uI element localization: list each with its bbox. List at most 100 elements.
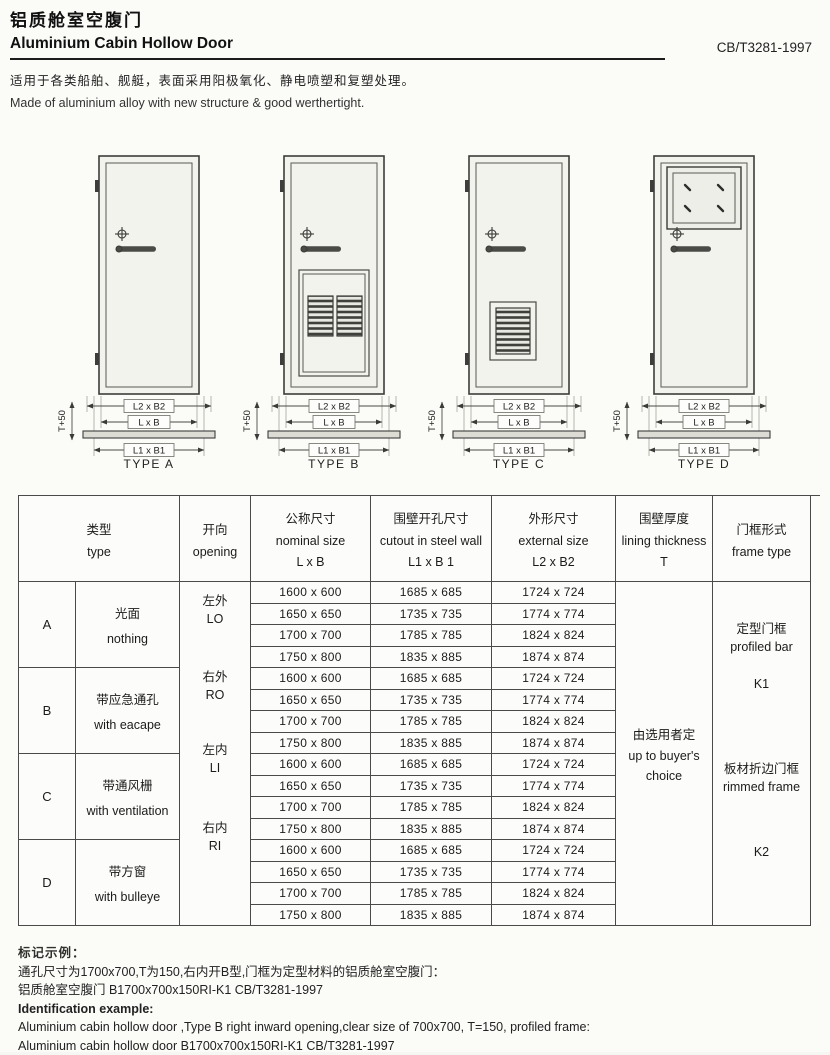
- handle-icon: [671, 246, 711, 252]
- louver-grille-icon: [308, 296, 333, 336]
- hinge-icon: [280, 180, 284, 192]
- dim-label-thickness: T+50: [427, 410, 438, 432]
- dim-label-nominal: L x B: [508, 418, 529, 429]
- marking-example-line2-cn: 铝质舱室空腹门 B1700x700x150RI-K1 CB/T3281-1997: [18, 981, 820, 1000]
- louver-grille-icon: [496, 308, 530, 354]
- dim-label-nominal: L x B: [138, 418, 159, 429]
- marking-example: 标记示例： 通孔尺寸为1700x700,T为150,右内开B型,门框为定型材料的…: [18, 944, 820, 1055]
- frame-type-cell: 定型门框 profiled bar K1 板材折边门框 rimmed frame…: [713, 582, 811, 926]
- nominal-size-value: 1600 x 600: [251, 754, 371, 776]
- cutout-size-value: 1785 x 785: [371, 883, 492, 905]
- frame-code-k2: K2: [713, 843, 810, 861]
- hinge-icon: [465, 180, 469, 192]
- opening-option-ro: 右外 RO: [180, 668, 250, 704]
- header-lining-thickness: 围壁厚度 lining thickness T: [616, 496, 713, 582]
- marking-example-line1-en: Aluminium cabin hollow door ,Type B righ…: [18, 1018, 820, 1037]
- handle-icon: [116, 246, 156, 252]
- title-underline: [10, 58, 665, 60]
- dim-label-cutout: L1 x B1: [688, 446, 720, 457]
- nominal-size-value: 1600 x 600: [251, 840, 371, 862]
- dim-label-cutout: L1 x B1: [318, 446, 350, 457]
- opening-option-lo: 左外 LO: [180, 592, 250, 628]
- type-caption: TYPE D: [678, 457, 730, 471]
- nominal-size-value: 1650 x 650: [251, 690, 371, 712]
- external-size-value: 1724 x 724: [492, 668, 616, 690]
- type-b-description: 带应急通孔 with eacape: [76, 668, 180, 754]
- cutout-size-value: 1685 x 685: [371, 582, 492, 604]
- dimension-lines: L2 x B2 L x B L1 x B1 T+50: [427, 396, 585, 457]
- external-size-value: 1724 x 724: [492, 582, 616, 604]
- hinge-icon: [280, 353, 284, 365]
- dim-label-thickness: T+50: [242, 410, 253, 432]
- external-size-value: 1874 x 874: [492, 733, 616, 755]
- door-type-d: [650, 156, 754, 394]
- header-nominal-size: 公称尺寸 nominal size L x B: [251, 496, 371, 582]
- nominal-size-value: 1700 x 700: [251, 797, 371, 819]
- dim-label-external: L2 x B2: [503, 402, 535, 413]
- door-type-c: [465, 156, 569, 394]
- cutout-size-value: 1835 x 885: [371, 647, 492, 669]
- external-size-value: 1724 x 724: [492, 754, 616, 776]
- marking-example-line1-cn: 通孔尺寸为1700x700,T为150,右内开B型,门框为定型材料的铝质舱室空腹…: [18, 963, 820, 982]
- type-d-letter: D: [19, 840, 76, 926]
- dim-label-cutout: L1 x B1: [503, 446, 535, 457]
- cutout-size-value: 1835 x 885: [371, 905, 492, 927]
- lining-thickness-cell: 由选用者定 up to buyer's choice: [616, 582, 713, 926]
- nominal-size-value: 1700 x 700: [251, 711, 371, 733]
- header-cutout-size: 围壁开孔尺寸 cutout in steel wall L1 x B 1: [371, 496, 492, 582]
- cutout-size-value: 1735 x 735: [371, 862, 492, 884]
- dim-label-thickness: T+50: [57, 410, 68, 432]
- dimension-lines: L2 x B2 L x B L1 x B1 T+50: [57, 396, 215, 457]
- external-size-value: 1874 x 874: [492, 905, 616, 927]
- cutout-size-value: 1785 x 785: [371, 625, 492, 647]
- door-type-a: [95, 156, 199, 394]
- frame-profiled-bar: 定型门框 profiled bar: [713, 620, 810, 656]
- cutout-size-value: 1735 x 735: [371, 604, 492, 626]
- type-caption: TYPE B: [308, 457, 360, 471]
- square-window: [667, 167, 741, 229]
- description-chinese: 适用于各类船舶、舰艇，表面采用阳极氧化、静电喷塑和复塑处理。: [10, 70, 820, 89]
- sill-section: [83, 431, 215, 438]
- cutout-size-value: 1835 x 885: [371, 733, 492, 755]
- cutout-size-value: 1685 x 685: [371, 754, 492, 776]
- sill-section: [453, 431, 585, 438]
- header-opening: 开向 opening: [180, 496, 251, 582]
- louver-grille-icon: [337, 296, 362, 336]
- dim-label-external: L2 x B2: [688, 402, 720, 413]
- cutout-size-value: 1685 x 685: [371, 840, 492, 862]
- external-size-value: 1774 x 774: [492, 690, 616, 712]
- external-size-value: 1874 x 874: [492, 819, 616, 841]
- nominal-size-value: 1600 x 600: [251, 582, 371, 604]
- opening-cell: 左外 LO 右外 RO 左内 LI 右内 RI: [180, 582, 251, 926]
- door-drawing-type-b: L2 x B2 L x B L1 x B1 T+50 TYPE B: [242, 150, 422, 480]
- marking-example-heading-cn: 标记示例：: [18, 944, 820, 963]
- opening-option-li: 左内 LI: [180, 741, 250, 777]
- external-size-value: 1774 x 774: [492, 862, 616, 884]
- hinge-icon: [650, 353, 654, 365]
- type-c-description: 带通风栅 with ventilation: [76, 754, 180, 840]
- frame-code-k1: K1: [713, 675, 810, 693]
- type-c-letter: C: [19, 754, 76, 840]
- external-size-value: 1874 x 874: [492, 647, 616, 669]
- hinge-icon: [465, 353, 469, 365]
- door-drawing-type-c: L2 x B2 L x B L1 x B1 T+50 TYPE C: [427, 150, 607, 480]
- type-a-description: 光面 nothing: [76, 582, 180, 668]
- type-caption: TYPE A: [123, 457, 174, 471]
- description-english: Made of aluminium alloy with new structu…: [10, 96, 820, 110]
- dim-label-cutout: L1 x B1: [133, 446, 165, 457]
- nominal-size-value: 1600 x 600: [251, 668, 371, 690]
- hinge-icon: [95, 180, 99, 192]
- hinge-icon: [95, 353, 99, 365]
- cutout-size-value: 1785 x 785: [371, 711, 492, 733]
- header-external-size: 外形尺寸 external size L2 x B2: [492, 496, 616, 582]
- cutout-size-value: 1835 x 885: [371, 819, 492, 841]
- external-size-value: 1824 x 824: [492, 625, 616, 647]
- page-header: 铝质舱室空腹门 Aluminium Cabin Hollow Door CB/T…: [10, 6, 820, 110]
- door-drawing-type-d: L2 x B2 L x B L1 x B1 T+50 TYPE D: [612, 150, 792, 480]
- title-chinese: 铝质舱室空腹门: [10, 6, 820, 31]
- cutout-size-value: 1735 x 735: [371, 690, 492, 712]
- marking-example-line2-en: Aluminium cabin hollow door B1700x700x15…: [18, 1037, 820, 1055]
- standard-code: CB/T3281-1997: [717, 40, 812, 55]
- cutout-size-value: 1685 x 685: [371, 668, 492, 690]
